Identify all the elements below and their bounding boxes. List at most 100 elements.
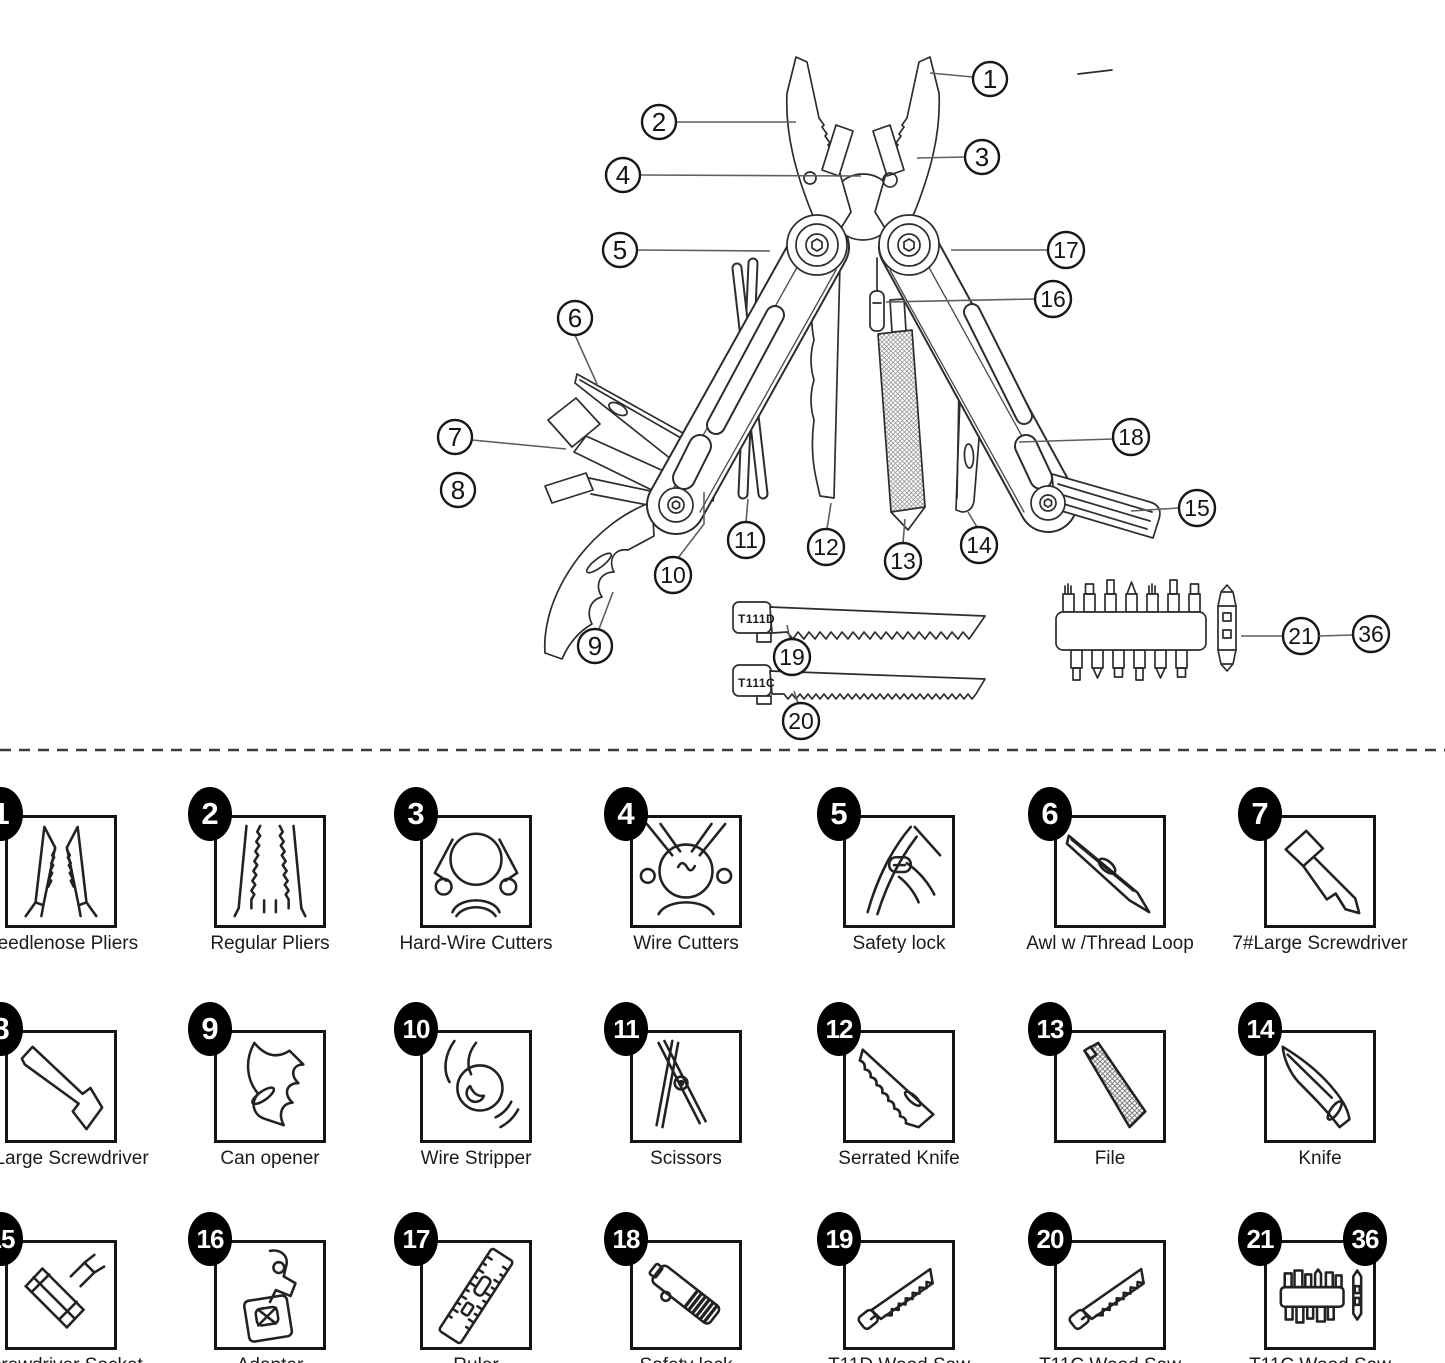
legend-item-number-badge: 20: [1028, 1212, 1072, 1266]
callout-15: 15: [1177, 488, 1217, 528]
callout-9: 9: [576, 627, 614, 665]
legend-thumbnail-box: [5, 1030, 117, 1143]
legend-item-label: T11D Wood Saw: [779, 1355, 1019, 1363]
legend-item-number-badge: 8: [0, 1002, 23, 1056]
legend-item-label: Serrated Knife: [838, 1148, 960, 1169]
legend-item-label: Wire Stripper: [420, 1148, 532, 1169]
saw-blade-label-d: T111D: [738, 612, 775, 626]
legend-thumbnail-box: [843, 1030, 955, 1143]
legend-thumbnail-box: [630, 815, 742, 928]
right-handle: [878, 217, 1078, 533]
leader-line-36: [1318, 634, 1354, 637]
wire-stripper-icon: [444, 1039, 520, 1129]
legend-item-number-badge: 15: [0, 1212, 23, 1266]
legend-item-number-badge: 9: [188, 1002, 232, 1056]
leader-line-15: [1130, 507, 1180, 512]
legend-item-number-badge: 3: [394, 787, 438, 841]
legend-item-number-badge: 14: [1238, 1002, 1282, 1056]
svg-text:4: 4: [616, 160, 630, 190]
legend-item-number-badge: 12: [817, 1002, 861, 1056]
legend-item-label: Adapter: [150, 1355, 390, 1363]
svg-text:16: 16: [1040, 286, 1066, 312]
leader-line-4: [639, 174, 862, 177]
file-icon: [1083, 1041, 1147, 1129]
legend-thumbnail-box: [630, 1240, 742, 1350]
callout-20: 20: [781, 701, 821, 741]
callout-16: 16: [1033, 279, 1073, 319]
svg-text:21: 21: [1288, 623, 1314, 649]
callout-3: 3: [963, 138, 1001, 176]
callout-17: 17: [1046, 230, 1086, 270]
legend-thumbnail-box: [1054, 1240, 1166, 1350]
leader-line-16: [885, 298, 1036, 303]
plier-jaws: [785, 56, 941, 250]
legend-thumbnail-box: [843, 1240, 955, 1350]
legend-item-number-badge: 10: [394, 1002, 438, 1056]
legend-thumbnail-box: [420, 1240, 532, 1350]
legend-item-label: Hard-Wire Cutters: [399, 933, 553, 954]
large-screwdriver-icon: [1284, 829, 1361, 915]
legend-thumbnail-box: [214, 1240, 326, 1350]
legend-thumbnail-box: [1264, 815, 1376, 928]
legend-item-label: Safety lock: [852, 933, 946, 954]
leader-line-10: [677, 492, 705, 559]
screwdriver-socket-icon: [24, 1253, 106, 1329]
stray-mark: [1077, 69, 1113, 75]
svg-text:1: 1: [983, 64, 997, 94]
callout-13: 13: [883, 541, 923, 581]
callout-1: 1: [971, 60, 1009, 98]
leader-line-14: [967, 511, 978, 528]
legend-thumbnail-box: [5, 815, 117, 928]
legend-item-label: Wire Cutters: [633, 933, 739, 954]
regular-pliers-icon: [233, 824, 307, 918]
legend-item-number-badge: 18: [604, 1212, 648, 1266]
legend-item-label: Safety lock: [566, 1355, 806, 1363]
callout-11: 11: [726, 520, 766, 560]
legend-item-number-badge: 4: [604, 787, 648, 841]
leader-line-20: [793, 690, 799, 704]
leader-line-11: [745, 498, 749, 523]
svg-text:6: 6: [568, 303, 582, 333]
legend-item-number-badge-2: 36: [1343, 1212, 1387, 1266]
leader-line-19: [786, 624, 791, 640]
svg-text:5: 5: [613, 235, 627, 265]
can-opener-icon: [246, 1041, 305, 1127]
legend-item-number-badge: 19: [817, 1212, 861, 1266]
legend-item-label: Regular Pliers: [210, 933, 330, 954]
clip-lock-icon: [648, 1262, 721, 1325]
callout-12: 12: [806, 527, 846, 567]
svg-text:8: 8: [451, 475, 465, 505]
legend-thumbnail-box: [630, 1030, 742, 1143]
awl-icon: [1065, 834, 1151, 914]
callout-7: 7: [436, 418, 474, 456]
bit-kit: [1055, 579, 1237, 681]
leader-line-5: [636, 249, 771, 252]
legend-item-label: 7#Large Screwdriver: [1232, 933, 1408, 954]
callout-18: 18: [1111, 417, 1151, 457]
svg-text:14: 14: [966, 532, 992, 558]
svg-text:9: 9: [588, 631, 602, 661]
svg-text:15: 15: [1184, 495, 1210, 521]
legend-item-label: Knife: [1298, 1148, 1342, 1169]
legend-item-number-badge: 17: [394, 1212, 438, 1266]
legend-item-label: T11C Wood Saw: [1200, 1355, 1440, 1363]
legend-thumbnail-box: [843, 815, 955, 928]
small-screwdriver-icon: [20, 1045, 104, 1131]
svg-text:10: 10: [660, 562, 686, 588]
legend-item-number-badge: 6: [1028, 787, 1072, 841]
leader-line-7: [471, 439, 567, 450]
legend-item-label: Needlenose Pliers: [0, 933, 139, 954]
saw-blade-label-c: T111C: [738, 676, 775, 690]
small-screwdriver-tool: [544, 472, 656, 507]
knife-icon: [1281, 1045, 1351, 1129]
legend-item-label: Ruler: [356, 1355, 596, 1363]
hard-wire-cutters-icon: [433, 832, 519, 918]
leader-line-6: [574, 334, 598, 385]
svg-text:2: 2: [652, 107, 666, 137]
svg-text:19: 19: [779, 644, 805, 670]
callout-21: 21: [1281, 616, 1321, 656]
legend-item-label: 3#Large Screwdriver: [0, 1148, 149, 1169]
legend-item-label: Awl w /Thread Loop: [1026, 933, 1194, 954]
